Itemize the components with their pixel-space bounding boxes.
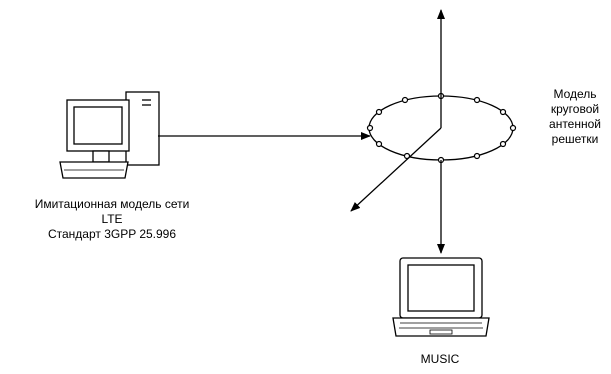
laptop-icon (392, 257, 490, 337)
antenna-array-label-line-3: антенной (549, 117, 601, 131)
simulator-label: Имитационная модель сети LTE Стандарт 3G… (8, 197, 216, 242)
simulator-label-line-1: Имитационная модель сети (34, 197, 190, 211)
music-label: MUSIC (420, 352, 460, 366)
antenna-array-label-line-1: Модель (553, 87, 597, 101)
antenna-array-label-line-2: круговой (550, 102, 600, 116)
desktop-computer-icon (59, 91, 160, 179)
axis-x-arrow (350, 127, 442, 212)
simulator-label-line-2: LTE (101, 212, 123, 226)
simulator-label-line-3: Стандарт 3GPP 25.996 (47, 227, 177, 241)
antenna-array-label-line-4: решетки (551, 132, 599, 146)
antenna-array-label: Модель круговой антенной решетки (540, 87, 610, 147)
